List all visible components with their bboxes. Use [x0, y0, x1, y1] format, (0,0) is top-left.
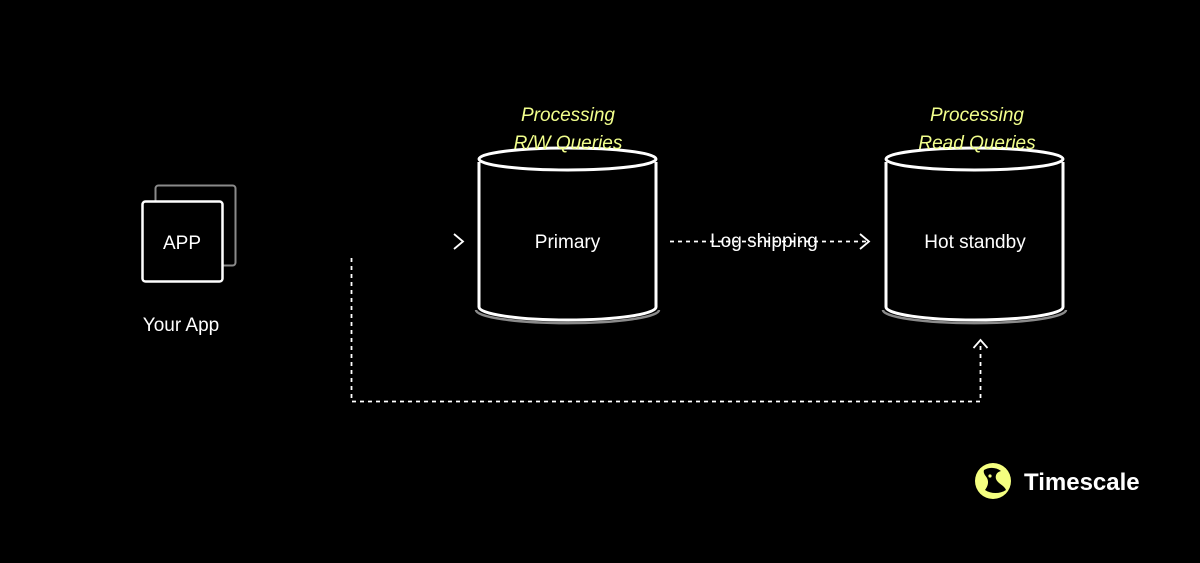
log-shipping-arrow — [670, 233, 871, 250]
app-to-standby-read-path — [350, 258, 989, 403]
app-node: APP — [141, 184, 237, 283]
database-icon — [477, 162, 658, 322]
app-caption: Your App — [143, 315, 219, 336]
brand: Timescale — [975, 463, 1140, 499]
standby-database — [881, 146, 1068, 325]
arrowhead-icon — [453, 233, 465, 250]
app-front-card — [141, 200, 224, 283]
app-to-primary-arrow — [242, 233, 465, 250]
standby-annotation-line1: Processing — [930, 105, 1024, 126]
standby-label: Hot standby — [924, 232, 1026, 253]
app-box-label: APP — [163, 233, 201, 254]
primary-annotation-line2: R/W Queries — [514, 133, 623, 154]
primary-database — [474, 146, 661, 325]
database-icon — [884, 162, 1065, 322]
standby-annotation-line2: Read Queries — [918, 133, 1036, 154]
primary-annotation-line1: Processing — [521, 105, 615, 126]
arrowhead-up-icon — [972, 338, 989, 349]
timescale-logo-icon — [975, 463, 1011, 499]
log-shipping-label: Log shipping — [710, 231, 818, 252]
primary-label: Primary — [535, 232, 601, 253]
brand-name: Timescale — [1024, 469, 1140, 496]
arrowhead-icon — [859, 233, 871, 250]
